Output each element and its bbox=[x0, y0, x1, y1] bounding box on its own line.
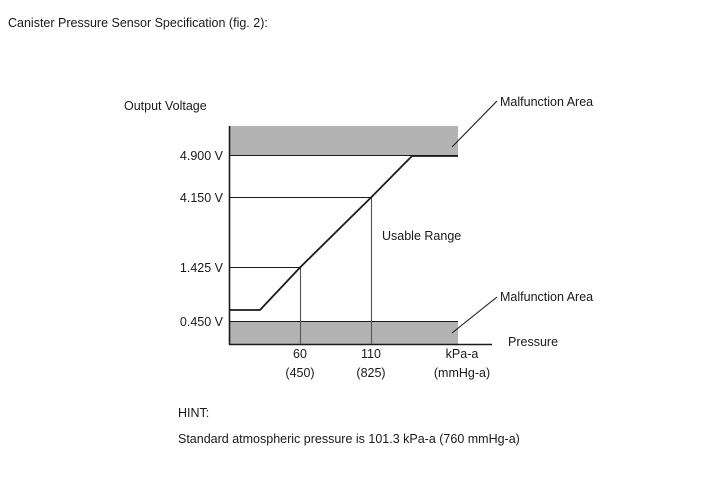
y-tick-label-4900: 4.900 V bbox=[180, 149, 224, 163]
hint-title: HINT: bbox=[178, 406, 210, 420]
y-tick-label-1425: 1.425 V bbox=[180, 261, 224, 275]
y-tick-label-4150: 4.150 V bbox=[180, 191, 224, 205]
x-axis-title: Pressure bbox=[508, 335, 558, 349]
page-title: Canister Pressure Sensor Specification (… bbox=[8, 16, 268, 30]
lower-malfunction-leader bbox=[451, 296, 498, 334]
upper-malfunction-leader bbox=[451, 100, 498, 148]
sensor-output-curve bbox=[229, 155, 458, 311]
hint-block: HINT: Standard atmospheric pressure is 1… bbox=[178, 400, 520, 452]
x-tick-sublabel-825: (825) bbox=[356, 366, 385, 380]
x-tick-label-110: 110 bbox=[361, 347, 381, 361]
y-axis-title: Output Voltage bbox=[124, 99, 207, 113]
upper-malfunction-band bbox=[229, 126, 458, 155]
upper-malfunction-area-label: Malfunction Area bbox=[500, 95, 593, 109]
lower-malfunction-area-label: Malfunction Area bbox=[500, 290, 593, 304]
x-axis-unit-primary: kPa-a bbox=[446, 347, 479, 361]
y-tick-label-0450: 0.450 V bbox=[180, 315, 224, 329]
hint-text: Standard atmospheric pressure is 101.3 k… bbox=[178, 432, 520, 446]
x-tick-label-60: 60 bbox=[293, 347, 307, 361]
x-tick-sublabel-450: (450) bbox=[285, 366, 314, 380]
lower-malfunction-band bbox=[229, 322, 458, 344]
x-axis-unit-secondary: (mmHg-a) bbox=[434, 366, 490, 380]
usable-range-label: Usable Range bbox=[382, 229, 461, 243]
